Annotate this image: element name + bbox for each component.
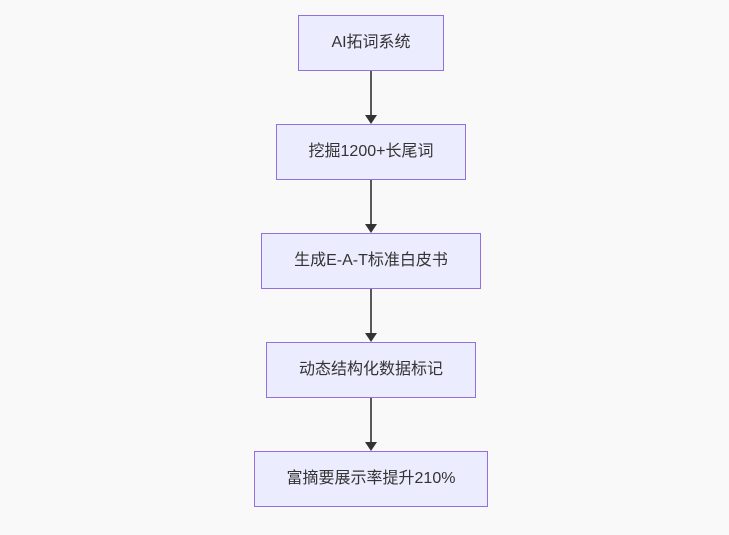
flowchart-canvas: AI拓词系统 挖掘1200+长尾词 生成E-A-T标准白皮书 动态结构化数据标记… xyxy=(253,15,489,507)
arrow-line xyxy=(370,289,372,333)
arrow-head-icon xyxy=(365,115,377,124)
flow-node-label: 挖掘1200+长尾词 xyxy=(308,143,434,160)
flow-arrow-2 xyxy=(365,180,377,233)
arrow-head-icon xyxy=(365,442,377,451)
flow-node-label: 生成E-A-T标准白皮书 xyxy=(294,252,448,269)
arrow-head-icon xyxy=(365,333,377,342)
arrow-line xyxy=(370,180,372,224)
flow-node-eat-whitepaper: 生成E-A-T标准白皮书 xyxy=(261,233,481,289)
arrow-line xyxy=(370,71,372,115)
flow-arrow-1 xyxy=(365,71,377,124)
flow-node-label: AI拓词系统 xyxy=(331,34,411,51)
flow-node-structured-data: 动态结构化数据标记 xyxy=(265,342,476,398)
flow-node-label: 富摘要展示率提升210% xyxy=(286,470,456,487)
arrow-head-icon xyxy=(365,224,377,233)
flow-node-ai-word-system: AI拓词系统 xyxy=(298,15,444,71)
flow-node-rich-snippet-result: 富摘要展示率提升210% xyxy=(253,451,489,507)
flow-node-longtail-keywords: 挖掘1200+长尾词 xyxy=(275,124,467,180)
flow-arrow-3 xyxy=(365,289,377,342)
arrow-line xyxy=(370,398,372,442)
flow-arrow-4 xyxy=(365,398,377,451)
flow-node-label: 动态结构化数据标记 xyxy=(298,361,443,378)
